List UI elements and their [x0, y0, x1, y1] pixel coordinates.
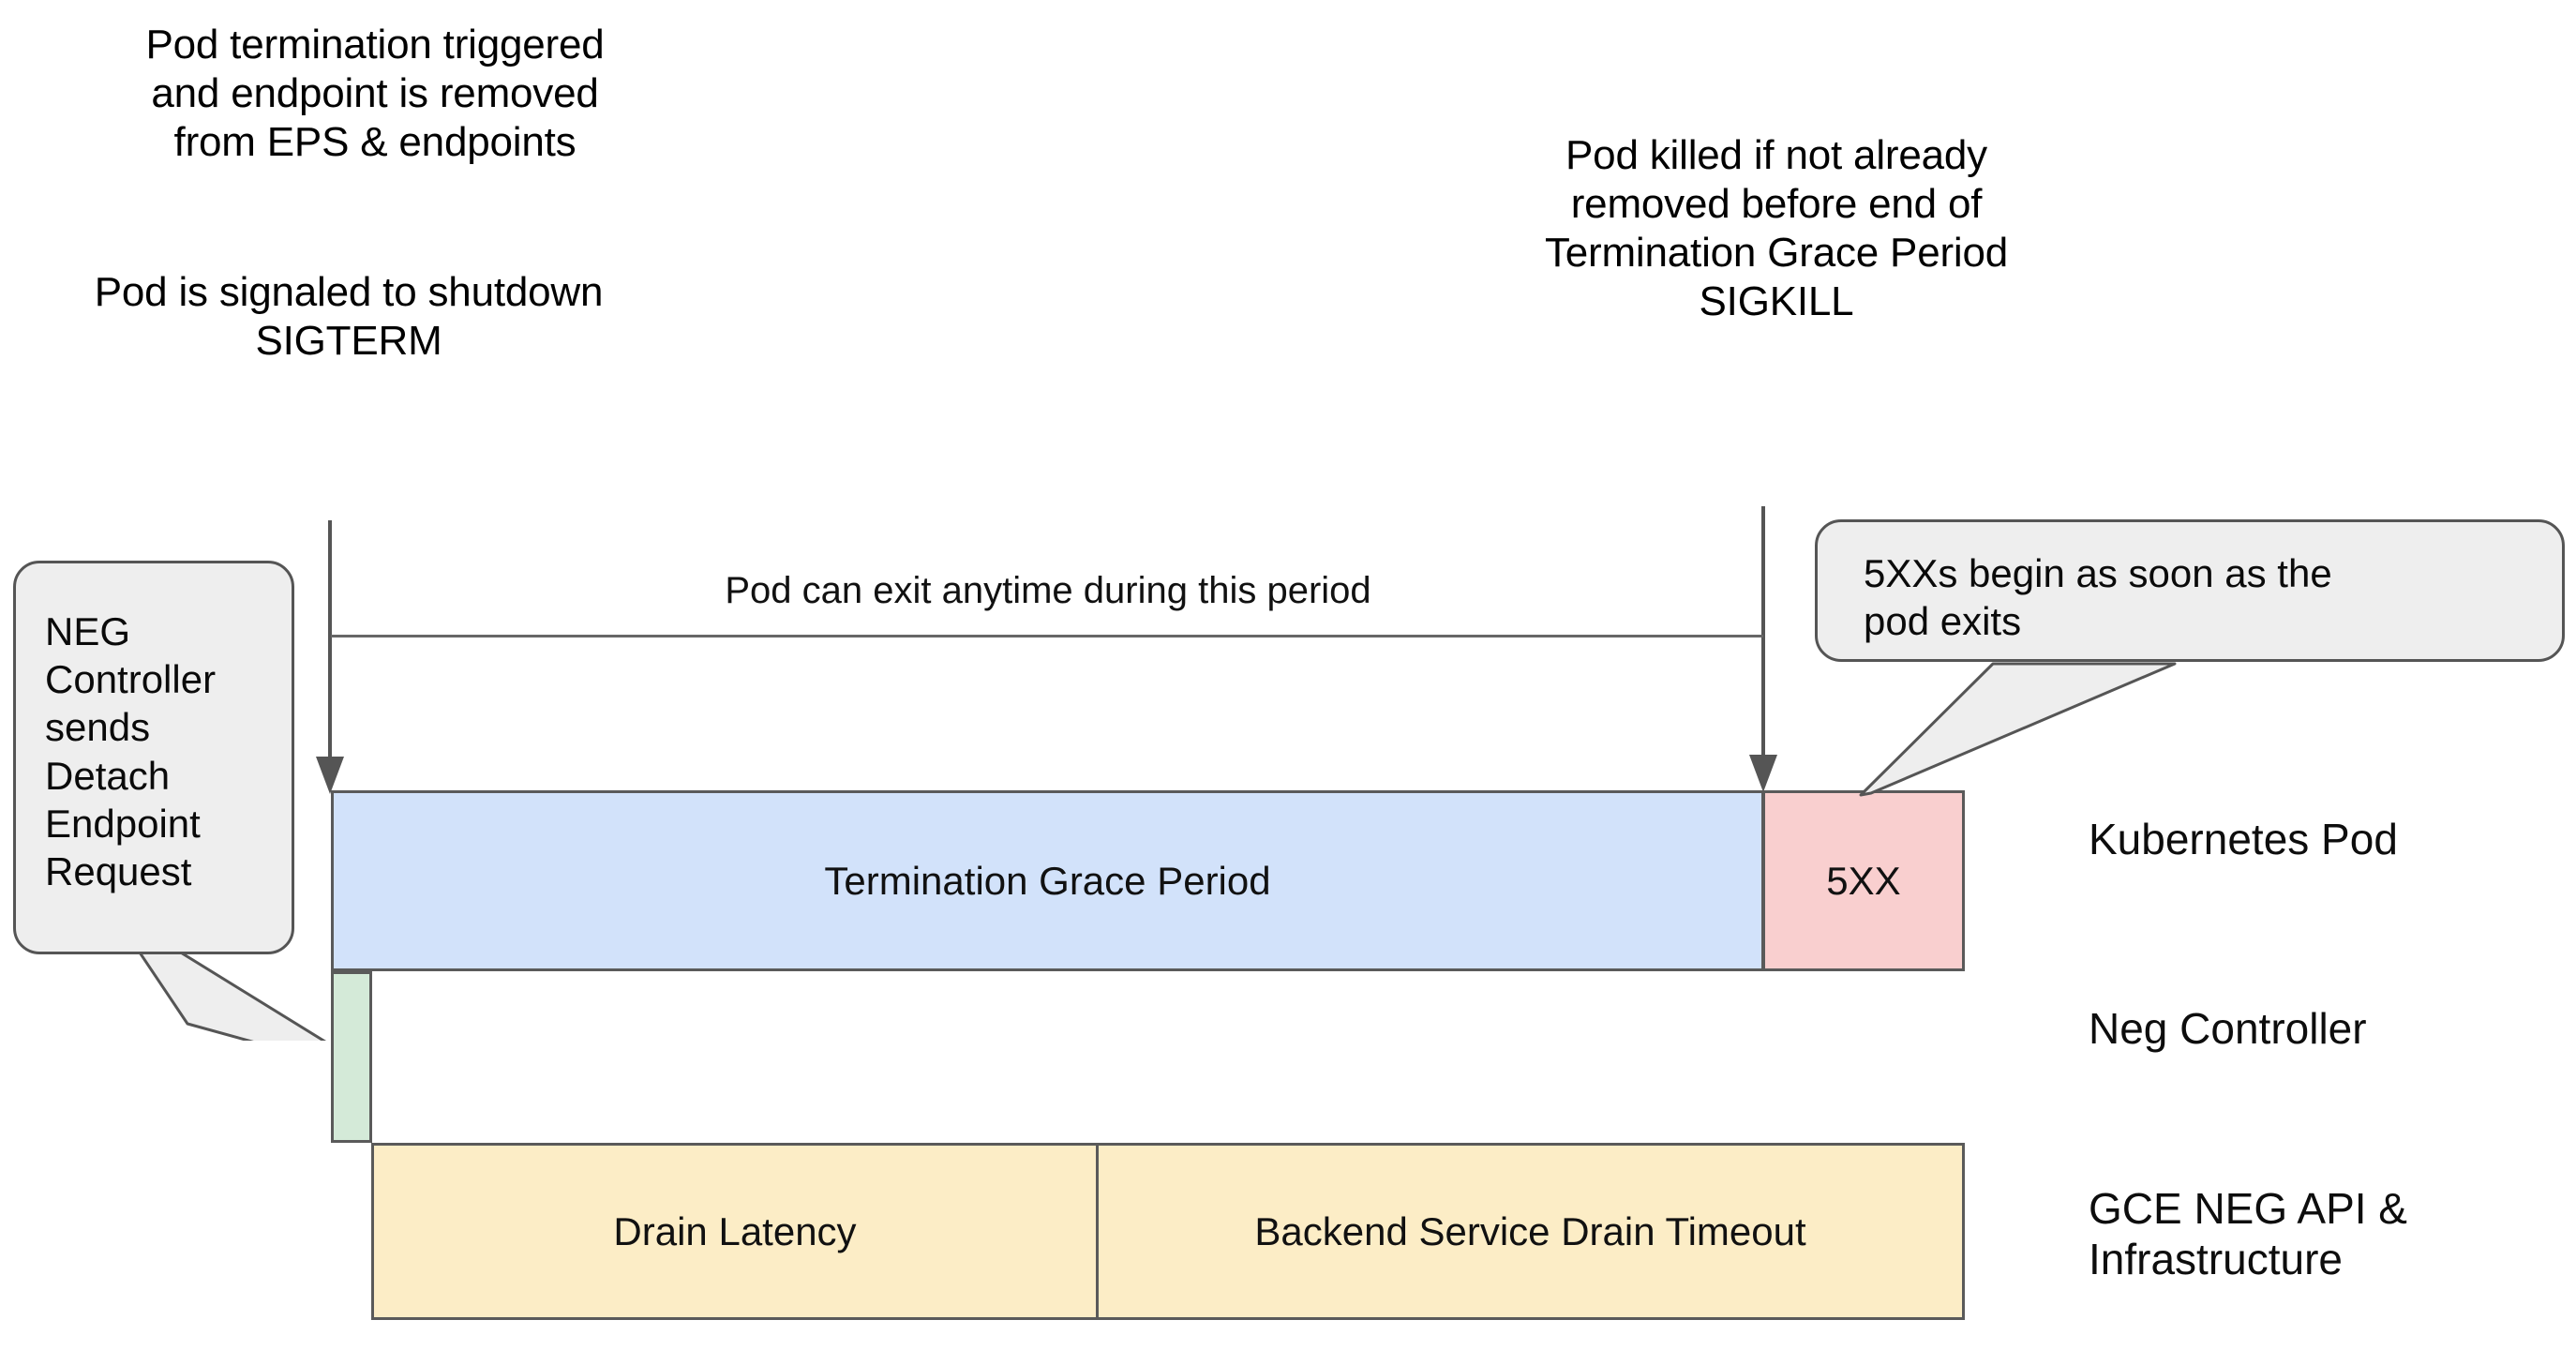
segment-label-drain-latency: Drain Latency	[613, 1208, 857, 1253]
note-pod-signaled-sigterm: Pod is signaled to shutdown SIGTERM	[94, 269, 604, 364]
note-pod-killed-sigkill: Pod killed if not already removed before…	[1544, 132, 2009, 324]
arrow-down-termination-start	[316, 520, 344, 794]
segment-5xx[interactable]: 5XX	[1763, 790, 1965, 971]
lane-label-kubernetes-pod: Kubernetes Pod	[2089, 815, 2398, 863]
callout-neg-controller-text: NEG Controller sends Detach Endpoint Req…	[45, 609, 217, 894]
lane-label-neg-controller: Neg Controller	[2089, 1004, 2367, 1053]
bracket-line-pod-can-exit	[331, 635, 1763, 638]
segment-drain-latency[interactable]: Drain Latency	[371, 1143, 1098, 1320]
segment-label-termination-grace-period: Termination Grace Period	[824, 858, 1271, 903]
callout-5xx-begin[interactable]	[1815, 519, 2565, 662]
segment-backend-service-drain-timeout[interactable]: Backend Service Drain Timeout	[1097, 1143, 1965, 1320]
segment-label-backend-service-drain-timeout: Backend Service Drain Timeout	[1254, 1208, 1806, 1253]
lane-label-gce-neg-api: GCE NEG API & Infrastructure	[2089, 1184, 2407, 1284]
callout-5xx-begin-text: 5XXs begin as soon as the pod exits	[1864, 551, 2332, 644]
segment-neg-detach-window[interactable]	[331, 971, 372, 1143]
segment-label-5xx: 5XX	[1826, 858, 1901, 903]
callout-neg-controller[interactable]	[13, 561, 294, 954]
segment-termination-grace-period[interactable]: Termination Grace Period	[331, 790, 1763, 971]
bracket-label-pod-can-exit: Pod can exit anytime during this period	[725, 570, 1371, 611]
note-pod-termination-triggered: Pod termination triggered and endpoint i…	[145, 22, 605, 165]
arrow-down-grace-period-end	[1749, 506, 1777, 792]
